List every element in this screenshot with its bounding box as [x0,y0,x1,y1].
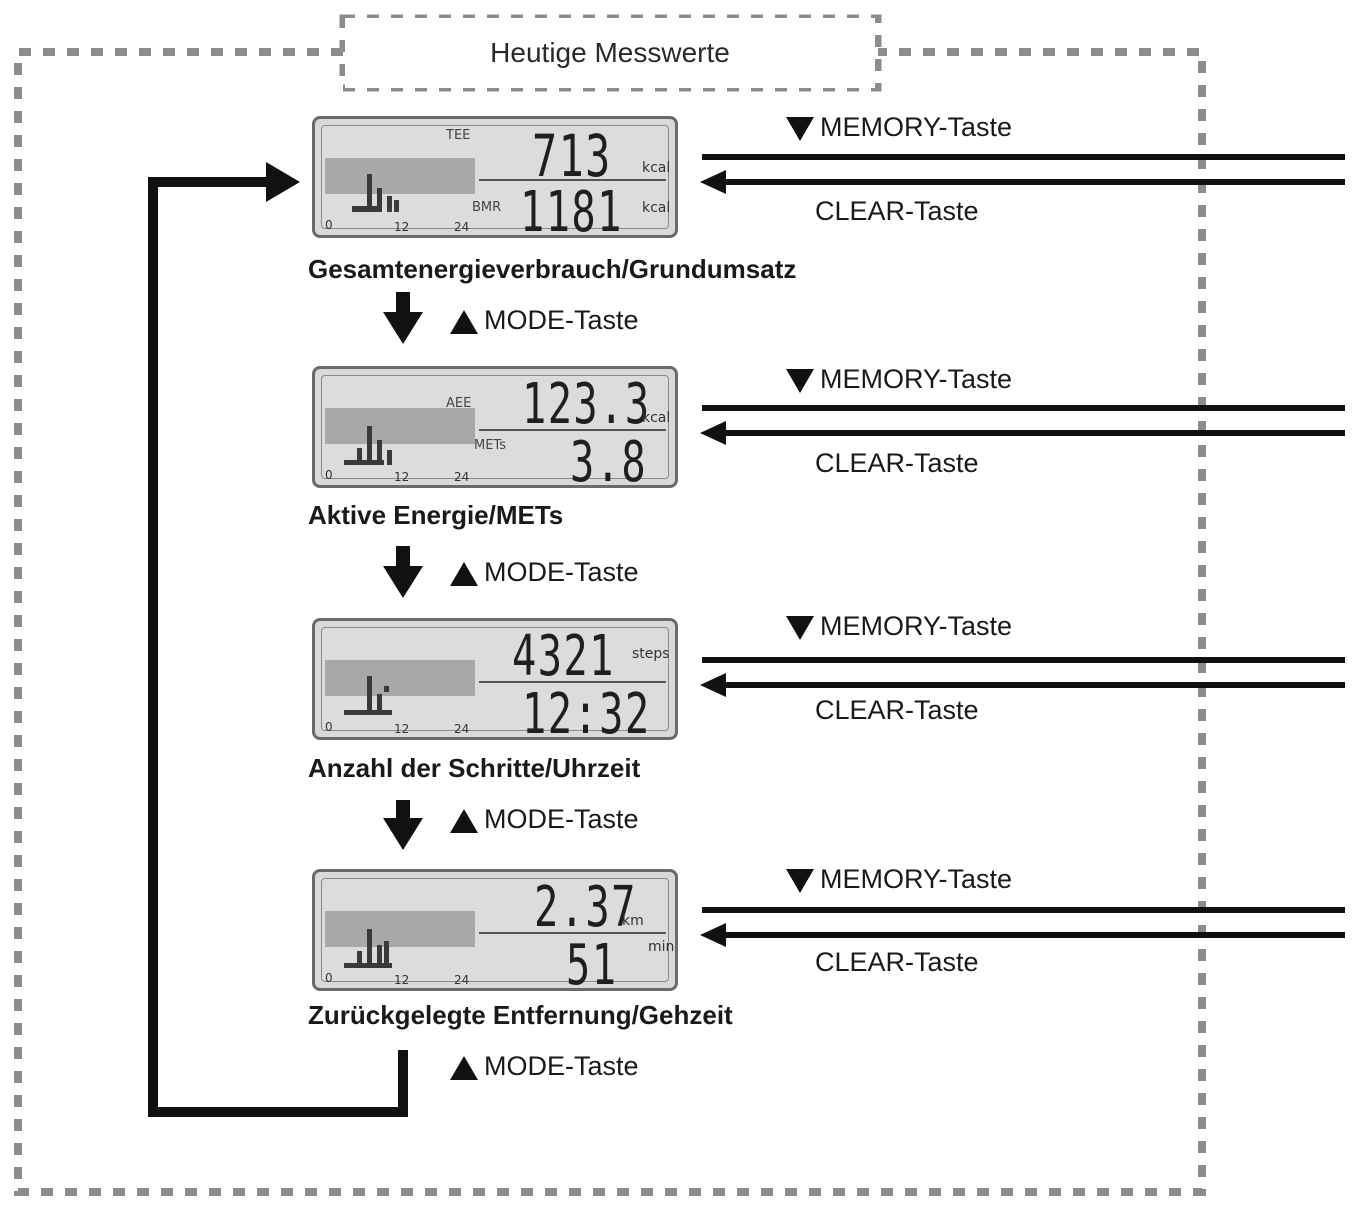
memory-key-label-3: MEMORY-Taste [786,611,1012,642]
tee-label: TEE [446,128,471,143]
axis-tick-24: 24 [454,973,470,987]
activity-graph-band [325,911,475,947]
mode-key-label-1: MODE-Taste [450,305,639,336]
activity-graph-bar [344,460,384,465]
clear-key-label-3: CLEAR-Taste [815,695,979,725]
triangle-up-icon [450,309,478,334]
activity-graph-bar [357,448,362,465]
memory-key-label-2: MEMORY-Taste [786,364,1012,395]
activity-graph-bar [357,951,362,968]
caption-distance-time: Zurückgelegte Entfernung/Gehzeit [308,1000,733,1030]
aee-unit: kcal [642,410,671,426]
clear-key-label-1: CLEAR-Taste [815,196,979,226]
axis-tick-24: 24 [454,470,470,484]
activity-graph-bar [367,676,372,715]
time-value: 12:32 [522,682,651,747]
walk-time-unit: min [648,939,675,955]
triangle-down-icon [786,615,814,640]
triangle-down-icon [786,368,814,393]
caption-aee-mets: Aktive Energie/METs [308,500,564,530]
activity-graph-bar [377,188,382,212]
steps-value: 4321 [512,624,615,689]
axis-tick-0: 0 [325,971,333,985]
lcd-divider [479,429,666,431]
activity-graph-band [325,158,475,194]
distance-unit: km [622,913,644,929]
mode-key-label-4: MODE-Taste [450,1051,639,1082]
axis-tick-24: 24 [454,722,470,736]
activity-graph-band [325,660,475,696]
row-1-lines [700,154,1345,194]
axis-tick-12: 12 [394,470,410,484]
frame-title: Heutige Messwerte [345,18,875,88]
lcd-divider [479,179,666,181]
down-arrow-3 [383,800,423,850]
activity-graph-bar [387,196,392,212]
axis-tick-0: 0 [325,218,333,232]
bmr-unit: kcal [642,200,671,216]
lcd-inner: 0 12 24 2.37 km 51 min [321,875,674,998]
clear-key-label-4: CLEAR-Taste [815,947,979,977]
triangle-down-icon [786,116,814,141]
activity-graph-bar [377,440,382,465]
return-loop-arrowhead [266,162,300,202]
mets-label: METs [474,438,506,453]
aee-value: 123.3 [522,372,651,437]
mode-key-label-2: MODE-Taste [450,557,639,588]
triangle-down-icon [786,868,814,893]
triangle-up-icon [450,808,478,833]
axis-tick-12: 12 [394,220,410,234]
walk-time-value: 51 [566,933,618,998]
aee-label: AEE [446,396,472,411]
lcd-divider [479,681,666,683]
lcd-inner: 0 12 24 4321 steps 12:32 [321,624,670,747]
return-loop-line [148,177,408,1117]
lcd-inner: 0 12 24 AEE 123.3 kcal METs 3.8 [321,372,671,495]
activity-graph-bar [367,174,372,212]
axis-tick-0: 0 [325,468,333,482]
lcd-screen-distance-time: 0 12 24 2.37 km 51 min [312,869,678,998]
row-2-lines [700,405,1345,445]
lcd-screen-tee-bmr: 0 12 24 TEE 713 kcal BMR 1181 kcal [312,116,678,245]
axis-tick-12: 12 [394,973,410,987]
activity-graph-bar [377,694,382,715]
activity-graph-bar [367,426,372,465]
triangle-up-icon [450,561,478,586]
triangle-up-icon [450,1055,478,1080]
activity-graph-bar [387,450,392,465]
activity-graph-bar [367,929,372,968]
axis-tick-12: 12 [394,722,410,736]
activity-graph-band [325,408,475,444]
mode-key-label-3: MODE-Taste [450,804,639,835]
activity-graph-bar [394,200,399,212]
distance-value: 2.37 [534,875,637,940]
activity-graph-bar [384,686,389,692]
tee-unit: kcal [642,160,671,176]
down-arrow-1 [383,292,423,344]
bmr-value: 1181 [520,180,623,245]
lcd-inner: 0 12 24 TEE 713 kcal BMR 1181 kcal [321,122,671,245]
lcd-screen-aee-mets: 0 12 24 AEE 123.3 kcal METs 3.8 [312,366,678,495]
down-arrow-2 [383,546,423,598]
mets-value: 3.8 [570,430,648,495]
memory-key-label-1: MEMORY-Taste [786,112,1012,143]
lcd-screen-steps-time: 0 12 24 4321 steps 12:32 [312,618,678,747]
tee-value: 713 [532,122,612,190]
memory-key-label-4: MEMORY-Taste [786,864,1012,895]
caption-tee-bmr: Gesamtenergieverbrauch/Grundumsatz [308,254,797,284]
steps-unit: steps [632,646,670,662]
activity-graph-bar [384,941,389,968]
row-4-lines [700,907,1345,947]
caption-steps-time: Anzahl der Schritte/Uhrzeit [308,753,641,783]
dashed-frame [14,48,1206,1196]
activity-graph-bar [377,945,382,968]
axis-tick-24: 24 [454,220,470,234]
bmr-label: BMR [472,200,502,215]
row-3-lines [700,657,1345,697]
lcd-divider [479,932,666,934]
axis-tick-0: 0 [325,720,333,734]
clear-key-label-2: CLEAR-Taste [815,448,979,478]
